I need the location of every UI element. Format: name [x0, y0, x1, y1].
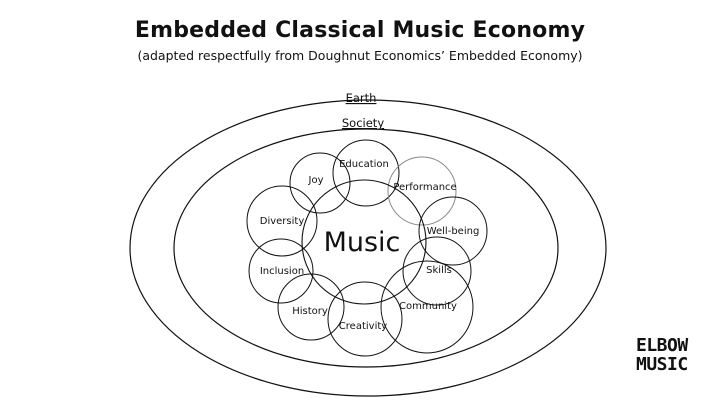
music-core-circle — [301, 179, 427, 305]
petal-circles — [246, 139, 488, 357]
petal-circle-inclusion — [248, 238, 314, 304]
petal-circle-skills — [402, 236, 472, 306]
petal-label-performance: Performance — [393, 182, 456, 193]
petal-label-education: Education — [339, 159, 389, 170]
society-ellipse — [173, 128, 559, 368]
petal-label-joy: Joy — [308, 175, 324, 186]
petal-circle-performance — [387, 156, 457, 226]
society-label: Society — [342, 116, 384, 130]
core-label: Music — [324, 227, 401, 258]
petal-circle-diversity — [246, 185, 318, 257]
petal-circle-wellbeing — [418, 196, 488, 266]
petal-label-community: Community — [399, 301, 457, 312]
petal-label-creativity: Creativity — [339, 321, 387, 332]
petal-label-wellbeing: Well-being — [427, 226, 480, 237]
petal-circle-education — [332, 139, 400, 207]
elbow-music-logo: ELBOW MUSIC — [636, 336, 700, 374]
logo-line-1: ELBOW — [636, 335, 688, 356]
earth-label: Earth — [346, 91, 377, 105]
petal-label-history: History — [292, 306, 328, 317]
petal-circle-creativity — [327, 281, 403, 357]
earth-ellipse — [129, 99, 607, 397]
petal-label-diversity: Diversity — [260, 216, 305, 227]
petal-circle-community — [380, 260, 474, 354]
petal-circle-joy — [289, 152, 351, 214]
petal-label-skills: Skills — [426, 265, 452, 276]
petal-label-inclusion: Inclusion — [260, 266, 304, 277]
logo-line-2: MUSIC — [636, 354, 688, 375]
page-title: Embedded Classical Music Economy — [134, 18, 586, 43]
page-subtitle: (adapted respectfully from Doughnut Econ… — [137, 48, 583, 63]
